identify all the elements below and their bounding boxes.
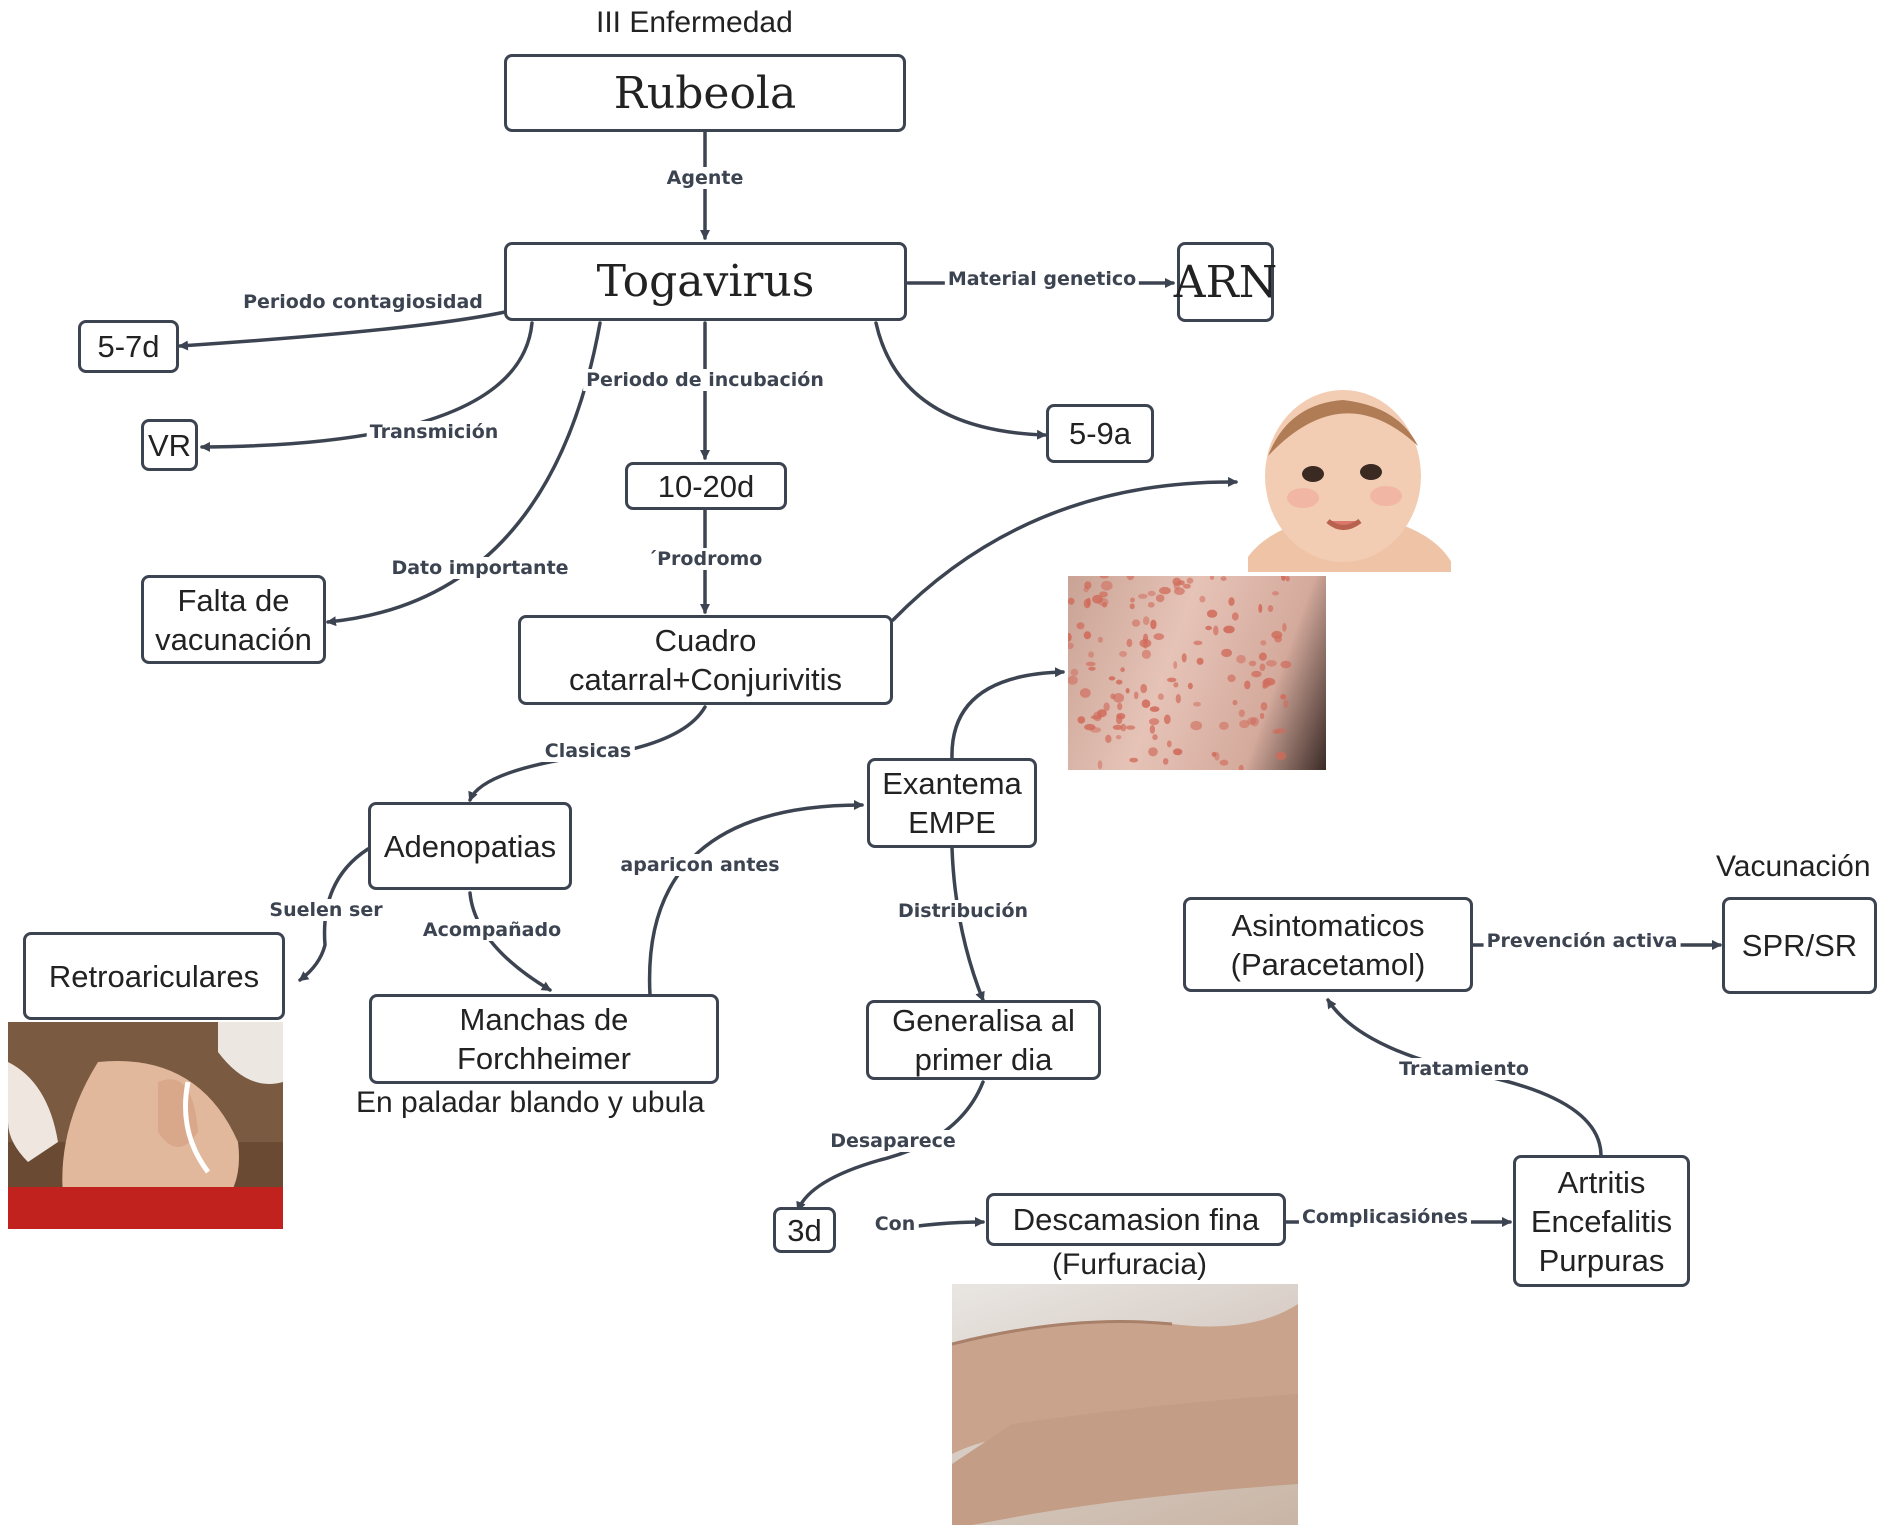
node-adenopatias-label: Adenopatias <box>383 828 557 864</box>
node-descamasion-label: Descamasion fina <box>1012 1202 1260 1237</box>
edge-label-con: Con <box>871 1213 919 1235</box>
photo-descamacion <box>952 1284 1298 1525</box>
edge-label-transmicion: Transmición <box>366 421 502 443</box>
edge-acompanado <box>468 891 552 992</box>
node-retroariculares-label: Retroariculares <box>48 958 260 994</box>
node-exantema-label: Exantema EMPE <box>882 766 1022 840</box>
edge-label-incubacion: Periodo de incubación <box>583 369 827 391</box>
edge-label-aparicon: aparicon antes <box>617 854 783 876</box>
photo-exantema <box>1068 576 1326 770</box>
node-retroariculares: Retroariculares <box>23 932 285 1020</box>
edge-transmicion <box>200 321 534 452</box>
annotation-furfuracia: (Furfuracia) <box>1052 1248 1208 1281</box>
edge-label-prodromo: ´Prodromo <box>644 548 766 570</box>
node-asintomaticos: Asintomaticos (Paracetamol) <box>1183 897 1473 992</box>
edge-label-clasicas: Clasicas <box>541 740 635 762</box>
node-manchas-label: Manchas de Forchheimer <box>457 1002 631 1076</box>
node-contagio-label: 5-7d <box>97 329 160 364</box>
node-incubacion-label: 10-20d <box>657 468 755 504</box>
node-3d: 3d <box>773 1207 836 1253</box>
diagram-title: III Enfermedad <box>596 6 793 39</box>
edge-label-suelen: Suelen ser <box>266 899 386 921</box>
edge-desaparece <box>796 1080 985 1212</box>
edge-distribucion <box>950 846 985 1002</box>
node-togavirus-label: Togavirus <box>596 256 815 307</box>
photo-retroauricular <box>8 1022 283 1229</box>
node-3d-label: 3d <box>787 1212 822 1248</box>
edge-contagiosidad <box>178 310 507 351</box>
edge-label-agente: Agente <box>663 167 747 189</box>
node-spr-label: SPR/SR <box>1741 928 1858 963</box>
node-togavirus: Togavirus <box>504 242 907 321</box>
edge-label-material: Material genetico <box>944 268 1140 290</box>
node-falta-vacunacion: Falta de vacunación <box>141 575 326 664</box>
node-cuadro-label: Cuadro catarral+Conjurivitis <box>568 623 843 697</box>
node-adenopatias: Adenopatias <box>368 802 572 890</box>
edge-label-acompanado: Acompañado <box>419 919 565 941</box>
node-rubeola: Rubeola <box>504 54 906 132</box>
node-incubacion: 10-20d <box>625 462 787 510</box>
edge-label-complicasiones: Complicasiónes <box>1298 1206 1472 1228</box>
node-spr: SPR/SR <box>1722 897 1877 994</box>
node-contagio: 5-7d <box>78 320 179 373</box>
photo-baby <box>1248 386 1451 572</box>
node-rubeola-label: Rubeola <box>613 67 797 119</box>
edge-label-prevencion: Prevención activa <box>1483 930 1681 952</box>
node-asintomaticos-label: Asintomaticos (Paracetamol) <box>1230 907 1426 982</box>
node-exantema: Exantema EMPE <box>867 758 1037 848</box>
edge-aparicon <box>647 800 864 997</box>
node-complicaciones: Artritis Encefalitis Purpuras <box>1513 1155 1690 1287</box>
annotation-vacunacion: Vacunación <box>1716 850 1871 883</box>
edge-bebe <box>891 476 1238 622</box>
node-vr: VR <box>141 419 198 471</box>
node-arn: ARN <box>1173 242 1278 322</box>
node-falta-vacunacion-label: Falta de vacunación <box>155 582 312 657</box>
edge-label-contagiosidad: Periodo contagiosidad <box>240 291 486 313</box>
node-descamasion: Descamasion fina <box>986 1193 1286 1246</box>
edge-suelen <box>298 847 370 982</box>
node-arn-label: ARN <box>1173 256 1278 308</box>
node-generalisa-label: Generalisa al primer dia <box>892 1003 1075 1077</box>
edge-erupcion <box>950 667 1065 760</box>
node-edad-label: 5-9a <box>1068 416 1132 451</box>
node-vr-label: VR <box>147 427 192 463</box>
edge-label-distribucion: Distribución <box>894 900 1032 922</box>
edge-label-dato: Dato importante <box>388 557 572 579</box>
annotation-paladar: En paladar blando y ubula <box>356 1086 705 1119</box>
node-complicaciones-label: Artritis Encefalitis Purpuras <box>1530 1164 1673 1278</box>
edge-label-tratamiento: Tratamiento <box>1396 1058 1532 1080</box>
node-edad: 5-9a <box>1046 404 1154 463</box>
edge-label-desaparece: Desaparece <box>827 1130 959 1152</box>
node-generalisa: Generalisa al primer dia <box>866 1000 1101 1080</box>
edge-dato <box>326 321 602 627</box>
node-cuadro: Cuadro catarral+Conjurivitis <box>518 615 893 705</box>
edge-edad <box>874 321 1047 440</box>
node-manchas: Manchas de Forchheimer <box>369 994 719 1084</box>
